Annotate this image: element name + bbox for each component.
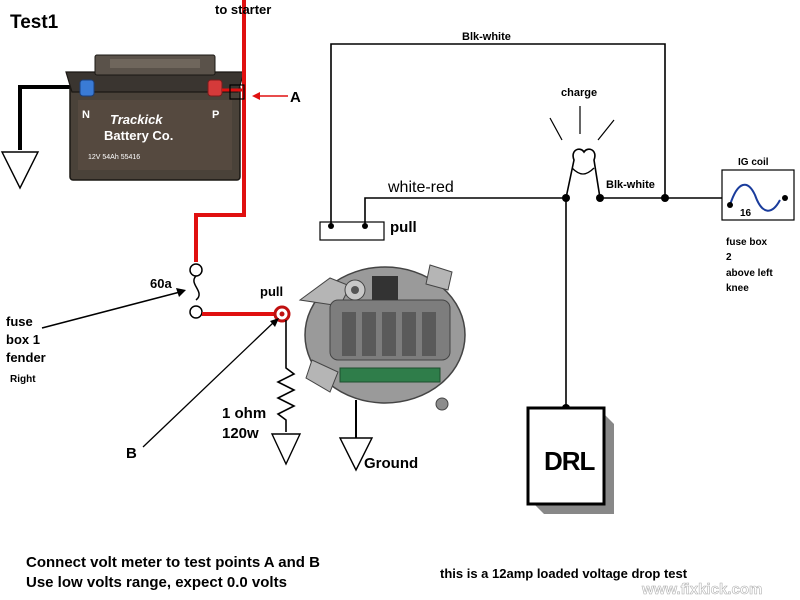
resistor-label-line2: 120w bbox=[222, 425, 259, 442]
battery-brand-line1: Trackick bbox=[110, 112, 163, 127]
charge-label: charge bbox=[561, 87, 597, 99]
fuse-box-1-line1: fuse bbox=[6, 314, 33, 329]
battery-brand-line2: Battery Co. bbox=[104, 128, 173, 143]
test-point-a-clamp bbox=[229, 84, 245, 100]
watermark: www.fixkick.com bbox=[641, 581, 762, 598]
fuse-box-1-line4: Right bbox=[10, 374, 36, 385]
battery-positive-label: P bbox=[212, 109, 219, 121]
battery-spec: 12V 54Ah 55416 bbox=[88, 154, 140, 161]
battery-negative-label: N bbox=[82, 109, 90, 121]
pull-terminal-label: pull bbox=[260, 284, 283, 299]
blk-white-mid-label: Blk-white bbox=[606, 179, 655, 191]
white-red-wire bbox=[364, 197, 566, 226]
drl-label: DRL bbox=[544, 446, 596, 476]
diagram-title: Test1 bbox=[10, 12, 59, 33]
alternator-ground bbox=[338, 400, 374, 472]
ig-coil-pin-label: 16 bbox=[740, 208, 752, 219]
blk-white-top-label: Blk-white bbox=[462, 31, 511, 43]
alternator bbox=[298, 264, 466, 411]
positive-cable bbox=[194, 0, 246, 262]
pull-connector-label: pull bbox=[390, 219, 417, 236]
charge-lamp bbox=[549, 106, 615, 199]
ig-coil-label: IG coil bbox=[738, 157, 769, 168]
battery-negative-terminal bbox=[79, 79, 95, 97]
fuse-box-2-line3: above left bbox=[726, 268, 773, 279]
fuse-60a bbox=[189, 263, 203, 319]
fuse-box-1-line3: fender bbox=[6, 350, 46, 365]
blk-white-wire-top bbox=[330, 43, 666, 226]
test-point-a-label: A bbox=[290, 89, 301, 106]
ig-coil bbox=[721, 169, 795, 221]
fuse-box-1-line2: box 1 bbox=[6, 332, 40, 347]
drl-module: DRL bbox=[526, 406, 614, 514]
pull-connector bbox=[319, 221, 385, 241]
ground-label: Ground bbox=[364, 455, 418, 472]
instruction-line-1: Connect volt meter to test points A and … bbox=[26, 554, 320, 571]
fuse-box-2-line1: fuse box bbox=[726, 237, 768, 248]
battery-positive-terminal bbox=[207, 79, 223, 97]
instruction-line-2: Use low volts range, expect 0.0 volts bbox=[26, 574, 287, 591]
loaded-test-note: this is a 12amp loaded voltage drop test bbox=[440, 566, 688, 581]
fuse-box-2-line2: 2 bbox=[726, 252, 732, 263]
battery-ground-symbol bbox=[0, 151, 40, 190]
battery-ground-wire bbox=[18, 85, 85, 150]
resistor-label-line1: 1 ohm bbox=[222, 405, 266, 422]
fuse-60a-label: 60a bbox=[150, 276, 172, 291]
white-red-label: white-red bbox=[387, 179, 454, 196]
battery: N P Trackick Battery Co. 12V 54Ah 55416 bbox=[0, 54, 245, 190]
test-point-b-label: B bbox=[126, 445, 137, 462]
fuse-box-2-line4: knee bbox=[726, 283, 749, 294]
load-resistor bbox=[270, 320, 302, 466]
to-starter-label: to starter bbox=[215, 2, 271, 17]
